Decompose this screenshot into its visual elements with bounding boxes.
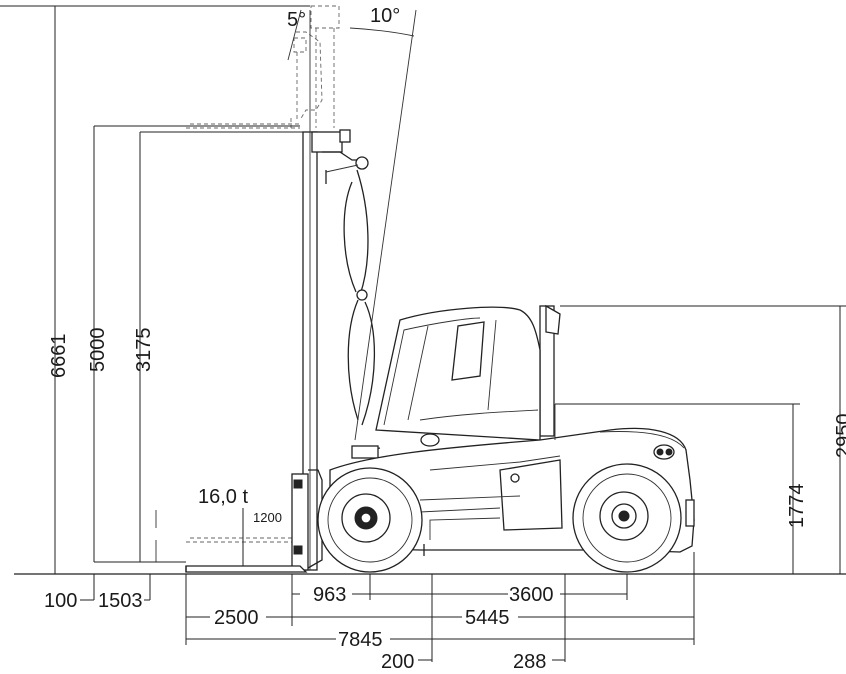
- forks: [185, 469, 323, 573]
- cab: [351, 306, 541, 459]
- dim-6661: 6661: [48, 334, 70, 379]
- dim-1774: 1774: [786, 484, 808, 529]
- dim-2950: 2950: [833, 414, 846, 459]
- dim-5000: 5000: [87, 328, 109, 373]
- right-vertical-dims: 2950 1774: [555, 305, 846, 574]
- horizontal-dims: 100 1503 963 3600 2500 5445 7845 200 288: [44, 544, 695, 673]
- dim-288: 288: [513, 651, 546, 673]
- dim-7845: 7845: [338, 629, 383, 651]
- rear-wheel: [572, 463, 682, 573]
- tilt-cylinder: [343, 169, 376, 426]
- dim-5445: 5445: [465, 607, 510, 629]
- tilt-back-angle: 10°: [370, 5, 400, 27]
- dim-200: 200: [381, 651, 414, 673]
- tilt-forward-angle: 5°: [287, 9, 306, 31]
- mast: [302, 129, 369, 571]
- front-wheel: [317, 467, 423, 573]
- dim-3600: 3600: [509, 584, 554, 606]
- raised-mast-ghost: [186, 5, 340, 543]
- load-center-label: 1200: [253, 510, 282, 525]
- left-vertical-dims: 6661 5000 3175: [0, 5, 310, 574]
- dim-963: 963: [313, 584, 346, 606]
- dim-1503: 1503: [98, 590, 143, 612]
- capacity-label: 16,0 t: [198, 486, 248, 508]
- exhaust-pipe: [539, 304, 561, 437]
- dim-2500: 2500: [214, 607, 259, 629]
- dim-3175: 3175: [133, 328, 155, 373]
- load-center: 16,0 t 1200: [155, 486, 282, 566]
- dim-100: 100: [44, 590, 77, 612]
- tilt-angle-lines: 10° 5°: [287, 5, 417, 441]
